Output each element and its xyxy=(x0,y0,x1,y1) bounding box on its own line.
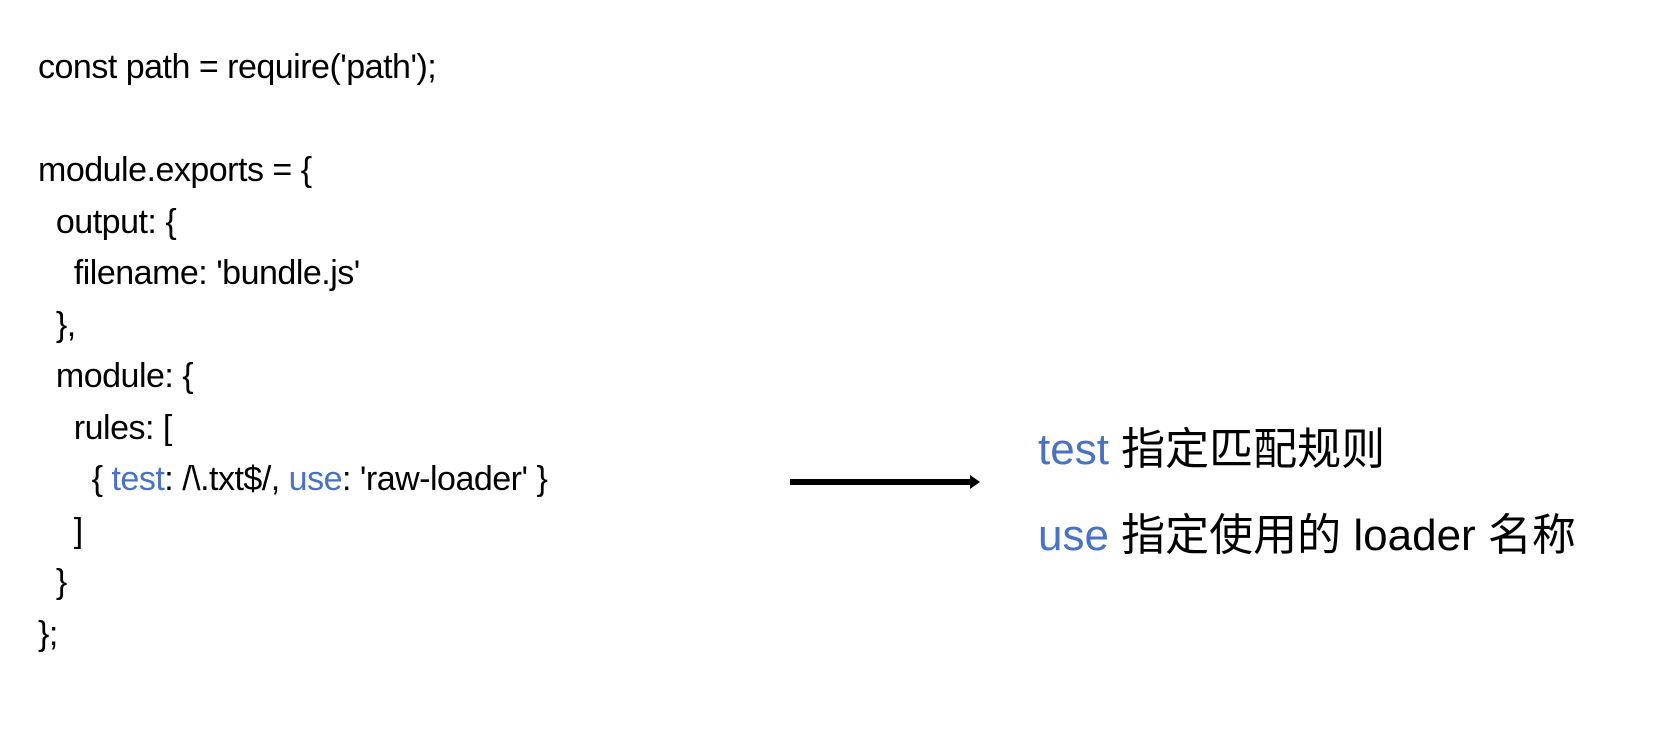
use-value: : 'raw-loader' } xyxy=(342,460,548,498)
arrow-right-icon xyxy=(790,475,980,489)
note-text: 指定匹配规则 xyxy=(1108,425,1386,474)
code-block: const path = require('path'); module.exp… xyxy=(38,42,548,660)
test-keyword: test xyxy=(111,460,165,498)
note-text: 指定使用的 loader 名称 xyxy=(1108,511,1576,560)
code-line: } xyxy=(38,563,67,601)
code-line: const path = require('path'); xyxy=(38,48,437,86)
test-value: : /\.txt$/, xyxy=(164,460,289,498)
note-use: use 指定使用的 loader 名称 xyxy=(1038,506,1576,592)
code-line: module: { xyxy=(38,357,194,395)
annotation-notes: test 指定匹配规则 use 指定使用的 loader 名称 xyxy=(1038,420,1576,592)
rule-open: { xyxy=(38,460,112,498)
note-keyword: test xyxy=(1038,425,1109,474)
code-line: filename: 'bundle.js' xyxy=(38,254,361,292)
code-line: rules: [ xyxy=(38,408,173,447)
code-line: }, xyxy=(38,305,76,344)
code-line xyxy=(38,94,547,146)
code-line: output: { xyxy=(38,202,177,241)
note-keyword: use xyxy=(1038,511,1109,560)
code-line: }; xyxy=(38,614,58,653)
code-line: module.exports = { xyxy=(38,151,312,189)
note-test: test 指定匹配规则 xyxy=(1038,420,1576,506)
use-keyword: use xyxy=(288,460,343,498)
code-line-rule: { test: /\.txt$/, use: 'raw-loader' } xyxy=(38,454,548,506)
code-line: ] xyxy=(38,511,83,550)
